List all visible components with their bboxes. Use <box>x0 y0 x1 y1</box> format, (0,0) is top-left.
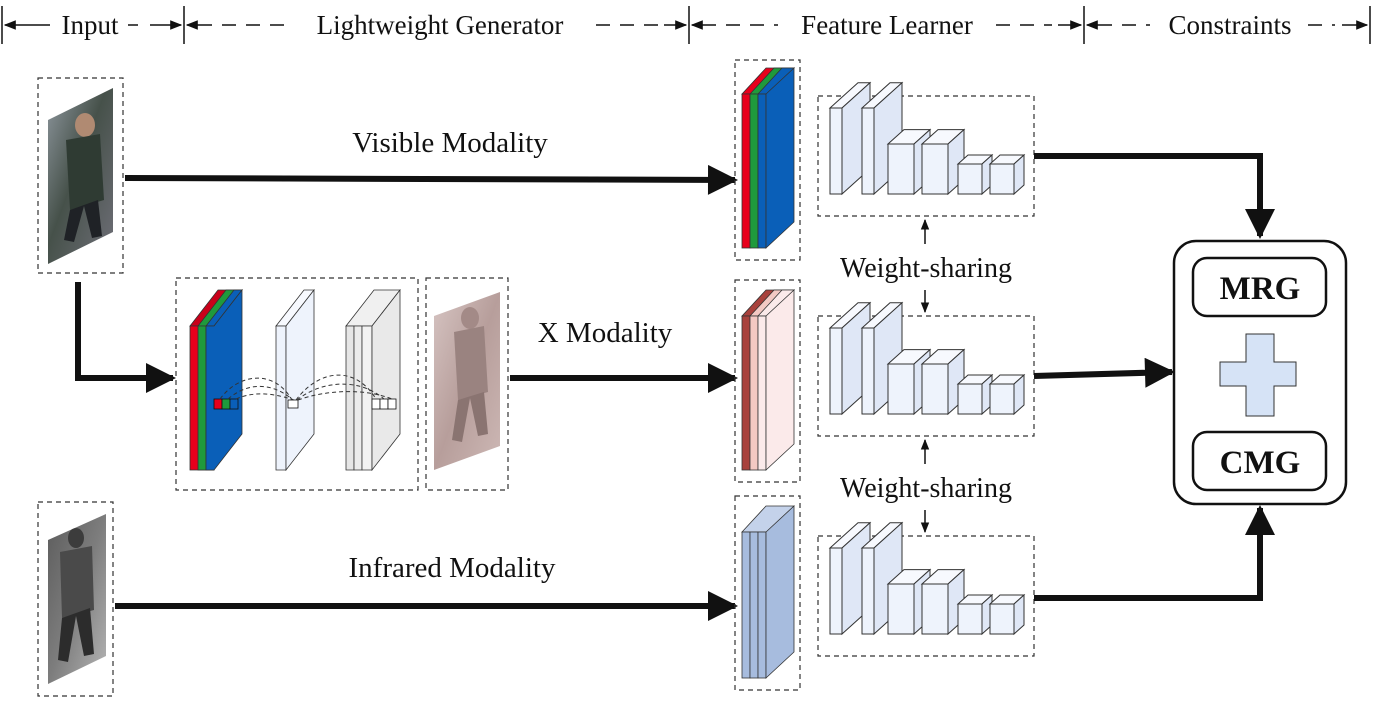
cnn-layer-block <box>920 568 966 636</box>
feature-map-frame <box>734 279 801 483</box>
visible-modality-label: Visible Modality <box>352 127 548 159</box>
person-body <box>60 546 94 618</box>
visible-modality-arrow <box>124 164 738 195</box>
person-body <box>454 326 488 400</box>
cmg-box <box>1191 430 1328 492</box>
generator-frame <box>175 277 419 491</box>
infrared-modality-label: Infrared Modality <box>349 552 556 584</box>
cnn-layer-block <box>956 593 994 636</box>
weight-sharing-label: Weight-sharing <box>840 253 1012 284</box>
conv-slab-triple <box>345 288 401 472</box>
constraints-block: MRG CMG <box>1172 239 1348 506</box>
cnn-layer-block <box>988 373 1026 416</box>
person-body <box>66 134 104 210</box>
cnn-layer-block <box>920 128 966 196</box>
cnn-layer-block <box>956 153 994 196</box>
infrared-to-constraints-arrow <box>1034 505 1275 601</box>
mrg-label: MRG <box>1220 271 1301 307</box>
modality-arrows <box>75 164 738 621</box>
visible-to-constraints-arrow <box>1034 153 1275 239</box>
header-constraints: Constraints <box>1168 10 1291 40</box>
rgb-input-slab <box>189 288 243 471</box>
plus-icon <box>1219 333 1297 417</box>
cnn-layer-block <box>988 153 1026 196</box>
header-lightweight-generator: Lightweight Generator <box>317 10 564 40</box>
header-bar: Input Lightweight Generator Feature Lear… <box>1 6 1371 44</box>
infrared-feature-map <box>734 495 801 691</box>
infrared-input-image <box>37 501 114 697</box>
person-legs <box>64 200 102 242</box>
cnn-layer-block <box>956 373 994 416</box>
lightweight-generator-block <box>175 277 509 491</box>
feature-map-frame <box>734 495 801 691</box>
person-head <box>461 307 479 329</box>
constraints-frame <box>1172 239 1348 506</box>
feature-map-frame <box>734 59 801 261</box>
visible-to-generator-arrow <box>75 282 176 393</box>
x-modality-label: X Modality <box>538 317 673 349</box>
visible-image-frame <box>37 77 124 274</box>
weight-sharing-label: Weight-sharing <box>840 473 1012 504</box>
cnn-layer-block <box>920 348 966 416</box>
generator-connections <box>219 374 393 401</box>
x-to-constraints-arrow <box>1033 357 1175 388</box>
conv-slab-single <box>275 288 315 472</box>
visible-input-image <box>37 77 124 274</box>
person-head <box>68 528 84 548</box>
cnn-layer-block <box>988 593 1026 636</box>
visible-feature-map <box>734 59 801 261</box>
backbone-frame <box>817 95 1035 217</box>
x-feature-map <box>734 279 801 483</box>
header-feature-learner: Feature Learner <box>801 10 973 40</box>
mrg-box <box>1191 256 1328 318</box>
infrared-image-frame <box>37 501 114 697</box>
person-head <box>75 113 95 137</box>
header-input: Input <box>62 10 119 40</box>
cmg-label: CMG <box>1220 445 1301 481</box>
backbone-frame <box>817 535 1035 657</box>
backbone-network-visible <box>817 81 1035 217</box>
backbone-network-x <box>817 301 1035 437</box>
x-image-frame <box>425 277 509 491</box>
person-legs <box>452 392 488 442</box>
backbone-frame <box>817 315 1035 437</box>
backbone-network-infrared <box>817 521 1035 657</box>
person-legs <box>58 608 94 662</box>
